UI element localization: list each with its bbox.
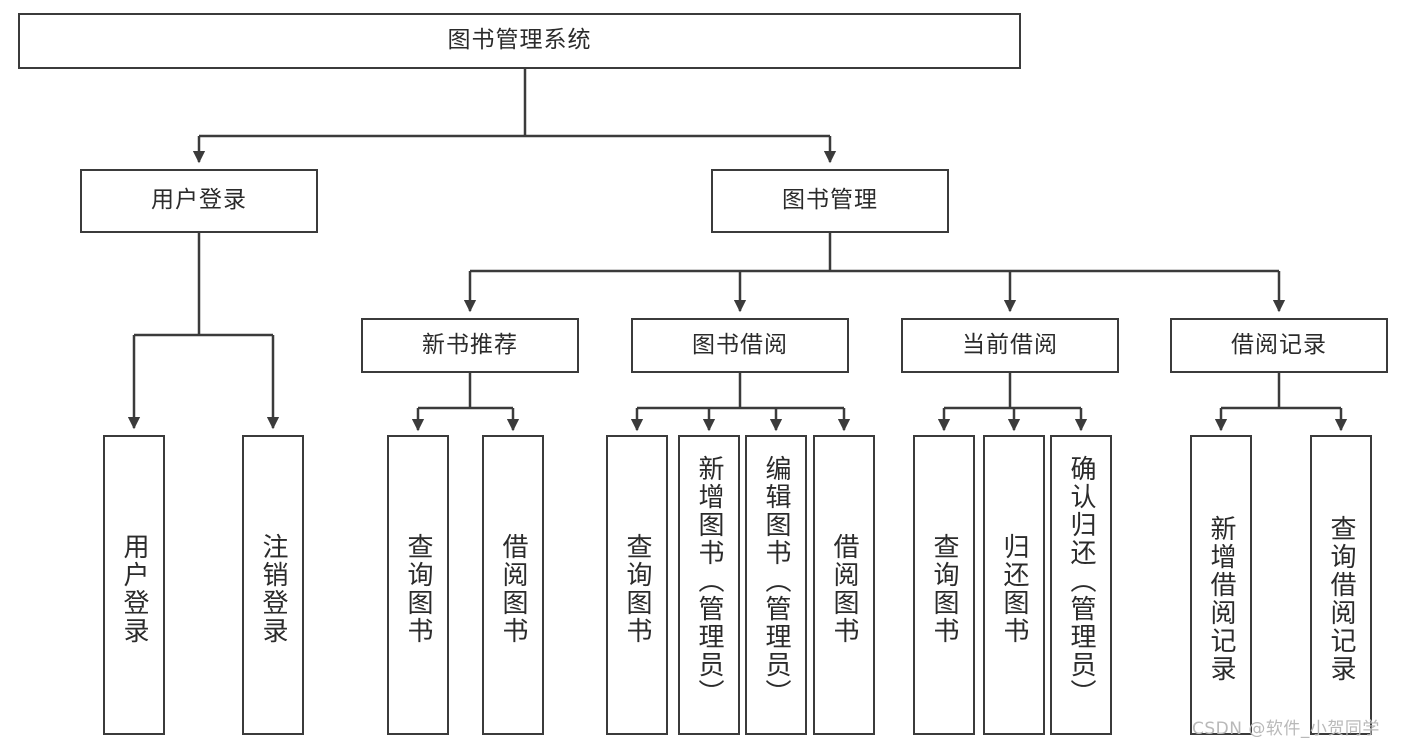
node-book-borrow-label: 图书借阅 bbox=[692, 331, 788, 358]
node-leaf-add-record-label: 新增借阅记录 bbox=[1206, 515, 1237, 683]
node-leaf-user-logout-label: 注销登录 bbox=[258, 533, 289, 645]
node-borrow-record[interactable]: 借阅记录 bbox=[1170, 318, 1388, 373]
node-leaf-query-book-3-label: 查询图书 bbox=[929, 533, 960, 645]
node-new-book-rec[interactable]: 新书推荐 bbox=[361, 318, 579, 373]
node-leaf-borrow-book-2-label: 借阅图书 bbox=[829, 533, 860, 645]
node-leaf-query-book-2[interactable]: 查询图书 bbox=[606, 435, 668, 735]
node-leaf-query-record-label: 查询借阅记录 bbox=[1326, 515, 1357, 683]
node-root-label: 图书管理系统 bbox=[447, 27, 592, 54]
node-current-borrow-label: 当前借阅 bbox=[962, 331, 1058, 358]
node-borrow-record-label: 借阅记录 bbox=[1231, 331, 1327, 358]
node-user-login[interactable]: 用户登录 bbox=[80, 169, 318, 233]
node-leaf-user-logout[interactable]: 注销登录 bbox=[242, 435, 304, 735]
node-leaf-user-login-label: 用户登录 bbox=[119, 533, 150, 645]
node-leaf-user-login[interactable]: 用户登录 bbox=[103, 435, 165, 735]
node-leaf-query-book-2-label: 查询图书 bbox=[622, 533, 653, 645]
node-leaf-edit-book-label: 编辑图书（管理员） bbox=[761, 455, 792, 707]
csdn-watermark: CSDN @软件_小贺同学 bbox=[1192, 719, 1380, 739]
node-leaf-confirm-return[interactable]: 确认归还（管理员） bbox=[1050, 435, 1112, 735]
node-leaf-query-book-1[interactable]: 查询图书 bbox=[387, 435, 449, 735]
node-book-borrow[interactable]: 图书借阅 bbox=[631, 318, 849, 373]
node-leaf-confirm-return-label: 确认归还（管理员） bbox=[1066, 455, 1097, 707]
node-book-manage-label: 图书管理 bbox=[782, 187, 878, 214]
node-book-manage[interactable]: 图书管理 bbox=[711, 169, 949, 233]
node-leaf-return-book-label: 归还图书 bbox=[999, 533, 1030, 645]
node-leaf-add-book-label: 新增图书（管理员） bbox=[694, 455, 725, 707]
node-current-borrow[interactable]: 当前借阅 bbox=[901, 318, 1119, 373]
node-leaf-return-book[interactable]: 归还图书 bbox=[983, 435, 1045, 735]
node-leaf-borrow-book-2[interactable]: 借阅图书 bbox=[813, 435, 875, 735]
node-leaf-add-record[interactable]: 新增借阅记录 bbox=[1190, 435, 1252, 735]
node-new-book-rec-label: 新书推荐 bbox=[422, 331, 518, 358]
node-leaf-query-book-1-label: 查询图书 bbox=[403, 533, 434, 645]
node-leaf-query-record[interactable]: 查询借阅记录 bbox=[1310, 435, 1372, 735]
node-leaf-edit-book[interactable]: 编辑图书（管理员） bbox=[745, 435, 807, 735]
node-leaf-add-book[interactable]: 新增图书（管理员） bbox=[678, 435, 740, 735]
node-leaf-borrow-book-1-label: 借阅图书 bbox=[498, 533, 529, 645]
node-user-login-label: 用户登录 bbox=[151, 187, 247, 214]
node-leaf-query-book-3[interactable]: 查询图书 bbox=[913, 435, 975, 735]
node-leaf-borrow-book-1[interactable]: 借阅图书 bbox=[482, 435, 544, 735]
node-root[interactable]: 图书管理系统 bbox=[18, 13, 1021, 69]
